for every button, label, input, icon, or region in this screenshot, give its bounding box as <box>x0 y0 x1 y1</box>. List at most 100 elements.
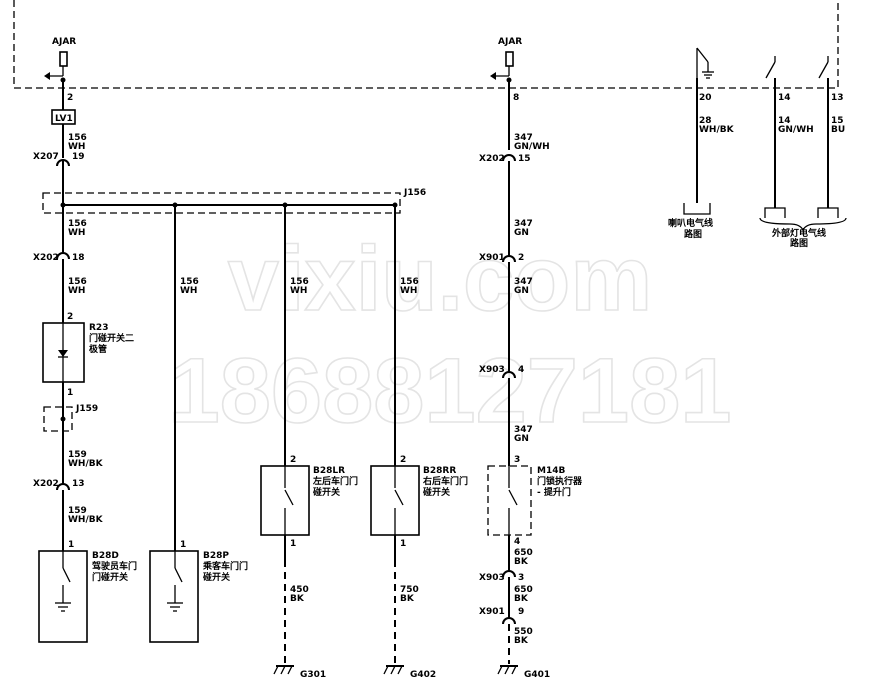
connector-x207-name: X207 <box>33 152 59 162</box>
b28d-name-1: 驾驶员车门 <box>92 560 137 572</box>
connector-x202-15 <box>502 154 516 162</box>
lamp-ref-bracket-a <box>764 207 786 218</box>
horn-circuit: 20 28 WH/BK 喇叭电气线 路图 <box>668 47 735 240</box>
connector-x903-b-pin: 3 <box>518 573 524 583</box>
component-b28p <box>149 550 199 643</box>
wire-550-color: BK <box>514 636 529 646</box>
connector-x903-3 <box>502 570 516 578</box>
r23-id: R23 <box>89 323 108 333</box>
left-rear-branch: 156 WH 2 B28LR 左后车门门 碰开关 1 450 BK G301 <box>260 205 358 680</box>
ajar-resistor-mid <box>505 51 514 67</box>
horn-ref-bracket <box>683 203 711 215</box>
wire-156-num-rr: 156 <box>400 277 419 287</box>
horn-switch-icon <box>696 47 709 63</box>
ext-ref-1: 外部灯电气线 <box>771 227 826 239</box>
b28lr-name-1: 左后车门门 <box>312 475 358 487</box>
r23-pin-bottom: 1 <box>67 388 73 398</box>
connector-x901-9 <box>502 617 516 625</box>
wire-15-color: BU <box>831 125 845 135</box>
wire-156-color-lr: WH <box>290 286 307 296</box>
module-pin-13: 13 <box>831 93 844 103</box>
connector-x202-18 <box>56 252 70 260</box>
b28p-name-1: 乘客车门门 <box>202 560 248 572</box>
ground-g402-label: G402 <box>410 670 436 680</box>
ground-g401-label: G401 <box>524 670 550 680</box>
connector-x901-a-name: X901 <box>479 253 505 263</box>
wire-156-num-p: 156 <box>180 277 199 287</box>
lamp-switch-icon-13 <box>818 61 829 79</box>
wire-450-color: BK <box>290 594 305 604</box>
wire-650-num-b: 650 <box>514 585 533 595</box>
b28rr-name-1: 右后车门门 <box>422 475 468 487</box>
wire-750-color: BK <box>400 594 415 604</box>
wire-156-color-a: WH <box>68 142 85 152</box>
diode-icon <box>58 350 68 357</box>
connector-x901-2 <box>502 255 516 263</box>
b28d-id: B28D <box>92 551 119 561</box>
m14b-name-2: - 提升门 <box>537 486 571 498</box>
connector-x202-mid-pin: 15 <box>518 154 531 164</box>
ground-g301-label: G301 <box>300 670 326 680</box>
m14b-name-1: 门锁执行器 <box>537 475 583 487</box>
module-pin-20: 20 <box>699 93 712 103</box>
exterior-lamp-circuit: 14 14 GN/WH 13 15 BU 外部灯电气线 路图 <box>759 56 847 249</box>
ajar-label-mid: AJAR <box>498 37 522 47</box>
b28d-name-2: 门碰开关 <box>92 571 128 583</box>
wire-156-color-c: WH <box>68 286 85 296</box>
wire-347-num-c: 347 <box>514 277 533 287</box>
watermark: vixiu.com 18688127181 <box>168 227 732 443</box>
lamp-switch-icon-14 <box>765 61 776 79</box>
switch-icon <box>62 567 71 583</box>
connector-x903-4 <box>502 371 516 379</box>
wire-347-num-d: 347 <box>514 425 533 435</box>
splice-j159 <box>43 406 73 432</box>
ajar-label-left: AJAR <box>52 37 76 47</box>
b28lr-name-2: 碰开关 <box>312 486 340 498</box>
ajar-resistor-left <box>59 51 68 67</box>
splice-j156 <box>42 192 401 214</box>
module-pin-2: 2 <box>67 93 73 103</box>
wire-347-color-b: GN <box>514 228 529 238</box>
r23-pin-top: 2 <box>67 312 73 322</box>
wire-159-color-a: WH/BK <box>68 459 104 469</box>
b28rr-pin-bottom: 1 <box>400 539 406 549</box>
wire-156-color-b: WH <box>68 228 85 238</box>
wire-14-num: 14 <box>778 116 791 126</box>
wire-347-color-a: GN/WH <box>514 142 550 152</box>
ajar-arrow-left-icon <box>44 72 50 80</box>
module-pin-14: 14 <box>778 93 791 103</box>
wire-28-num: 28 <box>699 116 712 126</box>
switch-icon <box>174 567 183 583</box>
lamp-ref-brace <box>759 217 847 232</box>
wire-650-num-a: 650 <box>514 548 533 558</box>
connector-x202-b-pin: 13 <box>72 479 85 489</box>
wire-159-num-b: 159 <box>68 506 87 516</box>
middle-circuit: AJAR 8 347 GN/WH X202 15 347 GN X901 2 3… <box>479 37 583 680</box>
wire-347-color-d: GN <box>514 434 529 444</box>
r23-name-2: 极管 <box>89 343 107 355</box>
splice-j159-label: J159 <box>75 404 98 414</box>
wire-347-num-b: 347 <box>514 219 533 229</box>
switch-icon <box>284 489 294 506</box>
wire-650-color-a: BK <box>514 557 529 567</box>
connector-x202-a-name: X202 <box>33 253 59 263</box>
passenger-branch: 156 WH 1 B28P 乘客车门门 碰开关 <box>149 205 248 643</box>
splice-j156-label: J156 <box>403 188 426 198</box>
connector-x903-b-name: X903 <box>479 573 505 583</box>
wire-15-num: 15 <box>831 116 844 126</box>
switch-icon <box>394 489 404 506</box>
ext-ref-2: 路图 <box>790 237 808 249</box>
horn-ref-1: 喇叭电气线 <box>668 217 713 229</box>
connector-x901-b-name: X901 <box>479 607 505 617</box>
switch-icon <box>508 489 518 506</box>
ajar-arrow-mid-icon <box>490 72 496 80</box>
connector-x901-b-pin: 9 <box>518 607 524 617</box>
wire-347-color-c: GN <box>514 286 529 296</box>
b28p-id: B28P <box>203 551 229 561</box>
wire-28-color: WH/BK <box>699 125 735 135</box>
wire-159-color-b: WH/BK <box>68 515 104 525</box>
wire-159-num-a: 159 <box>68 450 87 460</box>
wire-750-num: 750 <box>400 585 419 595</box>
watermark-site: vixiu.com <box>228 228 652 330</box>
